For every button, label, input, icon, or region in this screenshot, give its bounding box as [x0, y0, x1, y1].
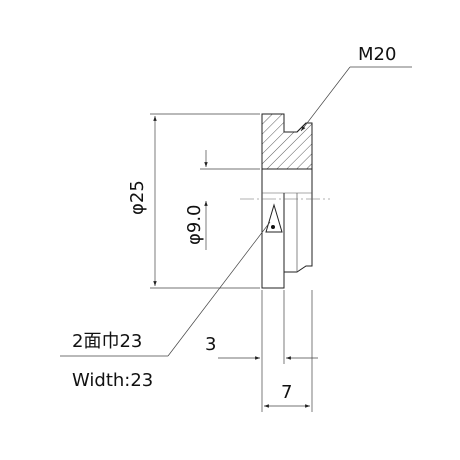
section-hatch — [261, 113, 313, 170]
outer-diameter-dimension — [150, 113, 260, 289]
across-flats-label-jp: 2面巾23 — [72, 331, 142, 352]
outer-diameter-label: φ25 — [127, 180, 148, 215]
thread-leader-line — [300, 66, 351, 132]
plug-profile — [240, 113, 330, 289]
across-flats-callout — [60, 221, 271, 357]
flange-thickness-label: 3 — [205, 334, 216, 355]
flange-thickness-dimension — [218, 290, 318, 412]
total-length-label: 7 — [281, 382, 292, 403]
hex-socket-dot — [271, 225, 275, 229]
part-outline — [261, 113, 313, 289]
bore-diameter-dimension — [200, 150, 260, 250]
thread-callout — [300, 66, 412, 132]
total-length-dimension — [264, 290, 313, 412]
thread-label: M20 — [358, 44, 396, 65]
bore-diameter-label: φ9.0 — [184, 205, 205, 246]
hex-socket-mark — [265, 203, 283, 233]
across-flats-label-en: Width:23 — [72, 370, 153, 391]
across-flats-leader — [167, 221, 271, 357]
